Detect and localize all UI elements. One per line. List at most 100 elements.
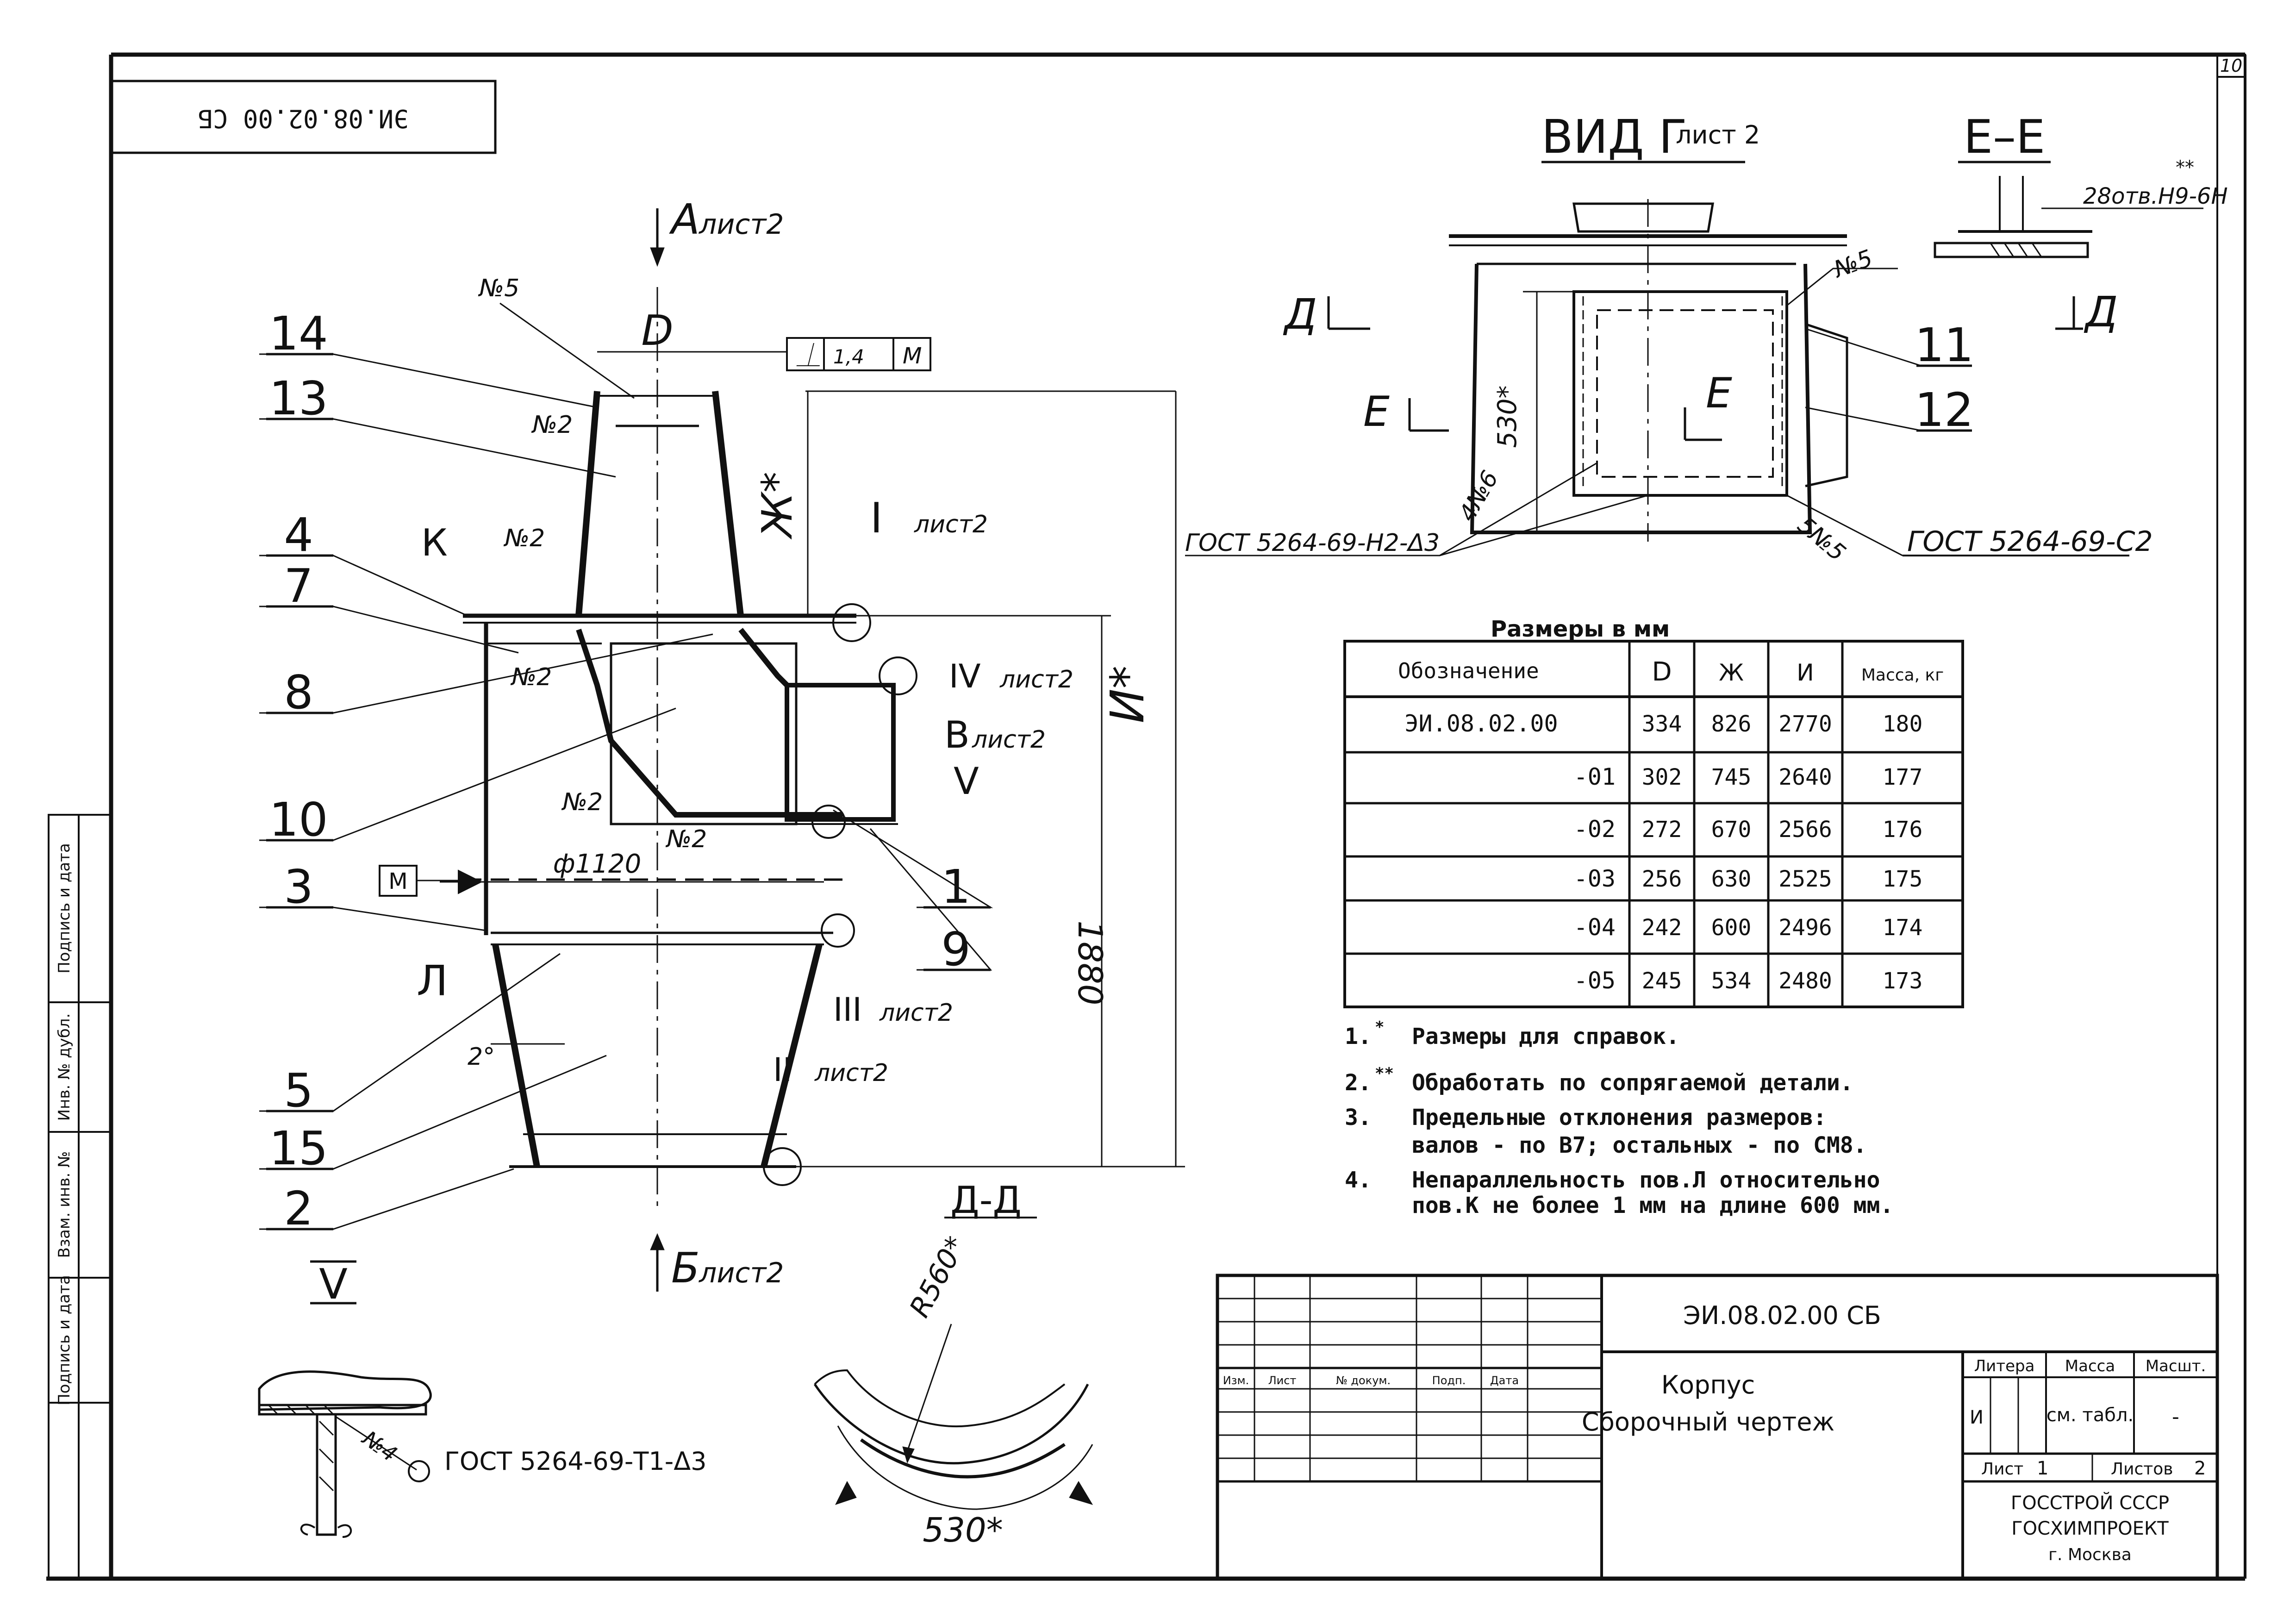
callout-3: 3 [284,860,313,914]
table-cell: ЭИ.08.02.00 [1404,710,1558,737]
section-d-right: Д [2084,288,2118,337]
detail-weld-geometry [258,1370,432,1538]
scale-header: Масшт. [2146,1357,2206,1375]
section-ee-title: Е–Е [1964,110,2045,164]
datum-m-label: M [388,868,407,894]
view-g-title: ВИД Г [1541,110,1687,164]
callout-14: 14 [269,306,328,361]
side-strip-label: Подпись и дата [55,843,74,974]
table-cell: 334 [1642,711,1682,737]
view-g-geometry [1185,161,2203,556]
detail-ref-sheet: лист2 [814,1059,888,1087]
sheet-value: 1 [2037,1458,2048,1479]
view-ref: В [944,713,970,756]
tolerance-symbol: ⏊ [796,342,820,369]
note-text: Размеры для справок. [1412,1024,1679,1049]
table-cell: 302 [1642,764,1682,790]
callout-15: 15 [269,1121,328,1175]
mass-header: Масса [2065,1357,2115,1375]
table-cell: 2640 [1778,764,1832,790]
table-cell: 630 [1711,866,1752,892]
section-dd-title: Д-Д [950,1179,1022,1222]
callout-10: 10 [269,793,328,847]
side-strip-label: Подпись и дата [55,1275,74,1405]
table-cell: -03 [1574,865,1616,892]
arrow-a-sheet: лист2 [699,208,784,241]
table-cell: 2480 [1778,968,1832,994]
mass-value: см. табл. [2046,1405,2134,1426]
detail-weld-standard: ГОСТ 5264-69-Т1-Δ3 [444,1447,707,1476]
dim-dia-1120: ф1120 [553,849,641,879]
weld-mark: 5№5 [1792,512,1851,567]
main-view-geometry [259,208,1185,1292]
detail-ref: II [773,1051,792,1089]
lit-value: И [1970,1407,1984,1428]
note-mark: ** [1375,1064,1394,1083]
callout-13: 13 [269,371,328,425]
angle-2: 2° [468,1043,495,1071]
surface-k-label: К [421,521,448,564]
table-cell: 256 [1642,866,1682,892]
callout-11: 11 [1915,318,1973,372]
detail-ref: I [870,494,883,543]
table-cell: 242 [1642,915,1682,941]
table-cell: 175 [1883,866,1923,892]
dim-530: 530* [1492,386,1522,448]
table-cell: 826 [1711,711,1752,737]
weld-mark: №5 [1829,244,1876,283]
section-ee-star: ** [2176,157,2194,178]
weld-mark: №2 [510,663,552,691]
section-e-center: Е [1706,369,1732,418]
weld-mark: №5 [478,275,519,302]
weld-mark: №2 [503,525,545,552]
callout-12: 12 [1915,383,1973,437]
org-name: ГОССТРОЙ СССР [2011,1492,2169,1514]
note-text: валов - по В7; остальных - по СМ8. [1412,1132,1867,1158]
table-row: ЭИ.08.02.00 334 826 2770 180 [1404,710,1922,737]
callout-2: 2 [284,1181,313,1236]
note-text: Непараллельность пов.Л относительно [1412,1167,1880,1193]
rev-col-label: Подп. [1432,1374,1466,1387]
note-number: 3. [1345,1105,1372,1131]
table-cell: 600 [1711,915,1752,941]
sheet-number: 10 [2220,56,2242,76]
detail-ref-sheet: лист2 [914,511,988,538]
callout-5: 5 [284,1063,313,1118]
note-mark: * [1375,1018,1384,1037]
arrow-b-sheet: лист2 [699,1257,784,1289]
section-dd-geometry [813,1217,1093,1510]
detail-ref: III [833,991,862,1029]
weld-standard-right: ГОСТ 5264-69-С2 [1907,525,2153,558]
table-cell: 272 [1642,817,1682,843]
rev-col-label: № докум. [1336,1374,1391,1387]
rev-col-label: Дата [1490,1374,1519,1387]
table-cell: 534 [1711,968,1752,994]
view-ref-bottom: V [319,1260,348,1309]
sheet-label: Лист [1981,1460,2023,1479]
table-row: -05 245 534 2480 173 [1574,967,1923,994]
table-header: Обозначение [1398,658,1539,683]
title-block-designation: ЭИ.08.02.00 СБ [1683,1301,1881,1330]
dimension-table [1343,640,1964,1008]
view-g-sheet: лист 2 [1676,120,1760,150]
weld-standard-left: ГОСТ 5264-69-Н2-Δ3 [1185,529,1440,557]
view-ref-sheet: лист2 [972,726,1046,754]
detail-ref: IV [949,657,981,695]
detail-ref-sheet: лист2 [879,999,953,1027]
top-stamp: ЭИ.08.02.00 СБ [110,80,497,154]
table-row: -04 242 600 2496 174 [1574,914,1923,941]
section-dd-radius: R560* [903,1231,972,1323]
table-header: И [1797,659,1814,686]
title-block-name: Корпус [1661,1370,1755,1399]
table-cell: 176 [1883,817,1923,843]
table-row: -02 272 670 2566 176 [1574,816,1923,843]
side-strip-label: Взам. инв. № [55,1151,74,1258]
surface-l-label: Л [417,957,448,1006]
note-number: 2. [1345,1070,1372,1096]
dim-d-label: D [641,306,673,355]
table-cell: -01 [1574,763,1616,790]
side-strip [48,814,112,1580]
tolerance-base: M [903,343,922,369]
org-city: г. Москва [2048,1545,2132,1564]
